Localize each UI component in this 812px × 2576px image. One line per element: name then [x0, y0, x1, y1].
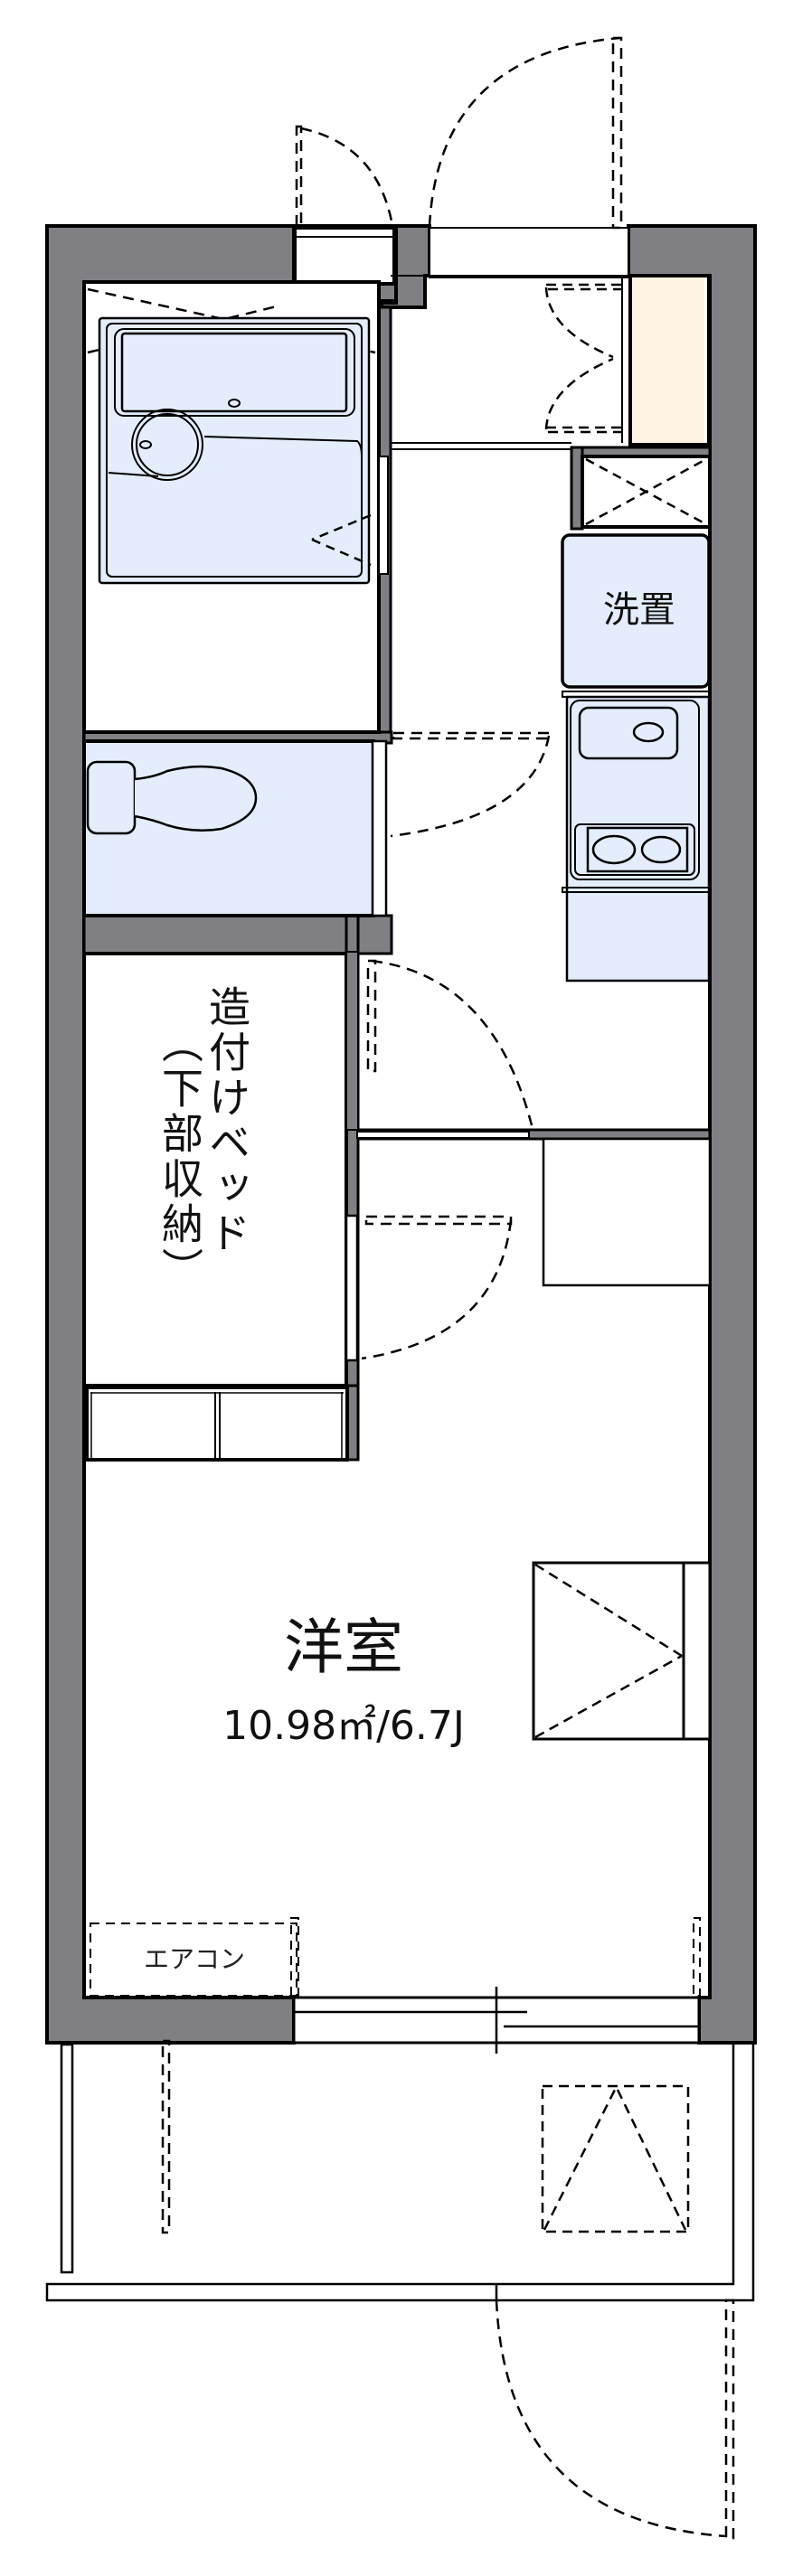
kitchen — [562, 691, 711, 982]
shoe-cabinet — [628, 274, 711, 447]
washing-machine-label: 洗置 — [603, 589, 675, 631]
main-room — [90, 1561, 712, 1997]
air-conditioner — [90, 1917, 701, 1997]
front-door-swing — [428, 36, 623, 230]
washing-machine-space — [561, 533, 711, 689]
room-name-label: 洋室 — [284, 1612, 403, 1682]
fridge-space — [542, 1137, 712, 1287]
storage-closet — [532, 1561, 712, 1741]
entry-hall — [391, 275, 628, 450]
storage-x-box — [581, 455, 712, 529]
room-door — [345, 1214, 513, 1362]
balcony — [45, 2039, 755, 2540]
bathroom — [82, 280, 389, 734]
entrance-opening — [429, 227, 629, 278]
hall-door — [345, 951, 533, 1139]
shelf — [85, 1386, 349, 1462]
stove — [574, 823, 695, 876]
air-conditioner-label: エアコン — [143, 1944, 245, 1974]
built-in-bed-label: 造付けベッド — [203, 985, 251, 1256]
sliding-window — [292, 1987, 701, 2054]
toilet-room — [82, 731, 551, 917]
built-in-bed — [82, 952, 348, 1387]
room-area-label: 10.98㎡/6.7J — [222, 1703, 465, 1749]
top-window — [293, 226, 396, 286]
ac-outdoor-unit — [541, 2084, 690, 2233]
balcony-door-swing — [495, 2299, 735, 2540]
built-in-bed-sublabel: （下部収納） — [156, 1021, 204, 1293]
window-swing — [295, 125, 394, 228]
unit-bath — [98, 316, 372, 585]
toilet — [86, 760, 258, 835]
toilet-door-swing — [390, 731, 551, 838]
sink — [578, 706, 679, 760]
